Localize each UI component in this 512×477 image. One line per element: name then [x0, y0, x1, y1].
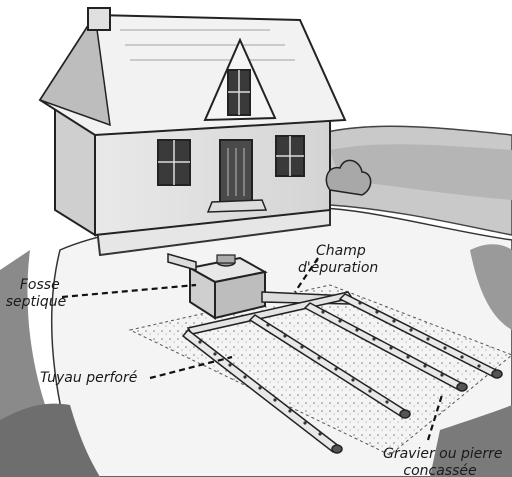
perforated-pipe-label: Tuyau perforé — [40, 370, 138, 386]
chimney — [88, 8, 110, 30]
window-right — [276, 136, 304, 176]
window-left — [158, 140, 190, 185]
front-door — [220, 140, 252, 202]
